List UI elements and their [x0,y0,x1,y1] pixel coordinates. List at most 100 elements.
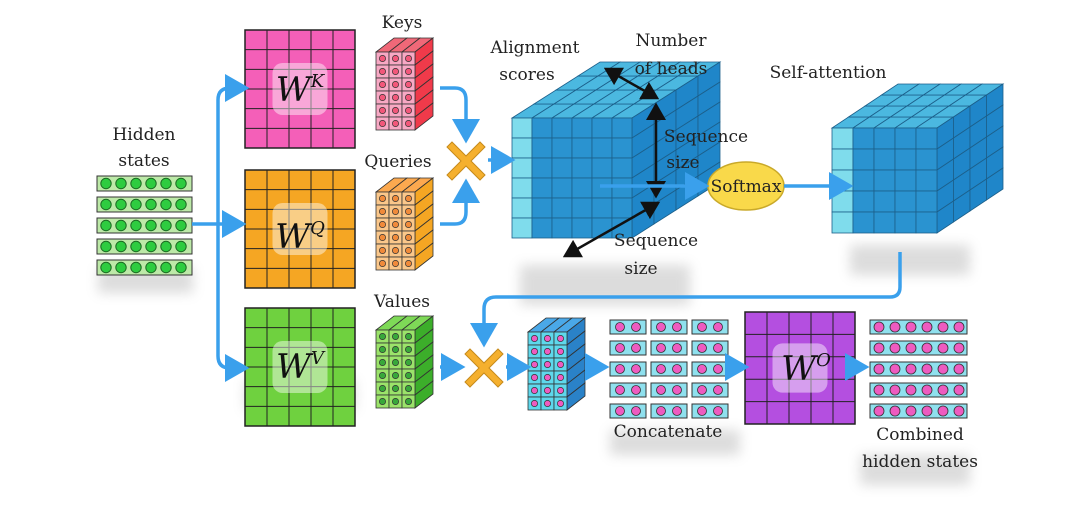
combined-state-row [869,382,968,398]
cell-dot [557,374,564,381]
token-dot [145,219,157,232]
wk-matrix [244,29,356,149]
combined-label-2: hidden states [862,452,978,472]
cell-dot [405,68,412,75]
cell-dot [379,385,386,392]
cell-dot [405,385,412,392]
token-dot [130,198,142,211]
combined-hidden-states [869,319,968,419]
softmax-label: Softmax [711,177,782,197]
token-dot [175,240,187,253]
cell-dot [405,221,412,228]
self-attention-label: Self-attention [770,63,887,83]
multiply-v-icon [464,348,504,388]
token-dot [115,177,127,190]
token-dot [145,198,157,211]
keys-block [374,37,435,131]
cell-dot [405,55,412,62]
cell-dot [392,221,399,228]
flow-arrows [192,74,902,382]
heads-dimension-arrow [603,67,660,100]
cell-dot [392,55,399,62]
concatenated-heads [609,319,729,419]
cell-dot [379,55,386,62]
cell-dot [379,359,386,366]
cell-dot [405,120,412,127]
cell-dot [544,400,551,407]
alignment-label-1: Alignment [490,38,580,58]
cell-dot [392,260,399,267]
hidden-states [96,175,193,276]
heads-label-2: of heads [635,59,708,79]
cell-dot [405,208,412,215]
cell-dot [379,195,386,202]
cell-dot [392,398,399,405]
token-dot [160,261,172,274]
cell-dot [544,348,551,355]
seq-right-label-1: Sequence [664,127,748,147]
cell-dot [557,348,564,355]
token-dot [160,177,172,190]
queries-block [374,177,435,271]
cell-dot [531,387,538,394]
multiply-kq-icon [446,141,486,181]
cell-dot [544,374,551,381]
cell-dot [392,234,399,241]
cell-dot [379,94,386,101]
cell-dot [379,247,386,254]
token-dot [100,219,112,232]
values-label: Values [373,292,430,312]
cell-dot [379,221,386,228]
heads-label-1: Number [635,31,707,51]
combined-state-row [869,319,968,335]
token-dot [160,219,172,232]
cell-dot [392,208,399,215]
cell-dot [405,234,412,241]
cell-dot [392,247,399,254]
seq-right-label-2: size [666,153,699,173]
cell-dot [392,94,399,101]
cell-dot [392,68,399,75]
alignment-scores-cube [510,61,722,239]
wo-matrix [744,311,856,425]
seq-bottom-label-2: size [624,259,657,279]
attended-values-block [526,317,587,411]
cell-dot [531,400,538,407]
cell-dot [392,385,399,392]
token-dot [160,198,172,211]
cell-dot [379,234,386,241]
token-dot [100,177,112,190]
queries-label: Queries [364,152,431,172]
cell-dot [544,361,551,368]
cell-dot [531,374,538,381]
combined-state-row [869,403,968,419]
cell-dot [379,333,386,340]
cell-dot [379,107,386,114]
cell-dot [557,361,564,368]
cell-dot [379,120,386,127]
cell-dot [405,247,412,254]
combined-label-1: Combined [876,425,964,445]
token-dot [100,261,112,274]
token-dot [175,198,187,211]
token-dot [130,219,142,232]
self-attention-cube [830,83,1005,234]
cell-dot [392,81,399,88]
combined-state-row [869,340,968,356]
cell-dot [531,335,538,342]
token-dot [115,240,127,253]
hidden-states-label-2: states [118,151,169,171]
token-dot [100,198,112,211]
hidden-states-label-1: Hidden [112,125,175,145]
cell-dot [379,346,386,353]
cell-dot [379,398,386,405]
token-dot [100,240,112,253]
cell-dot [379,372,386,379]
cell-dot [392,120,399,127]
cell-dot [405,260,412,267]
token-dot [175,219,187,232]
token-dot [130,240,142,253]
wo-label: WO [781,349,831,389]
concatenate-label: Concatenate [614,422,723,442]
